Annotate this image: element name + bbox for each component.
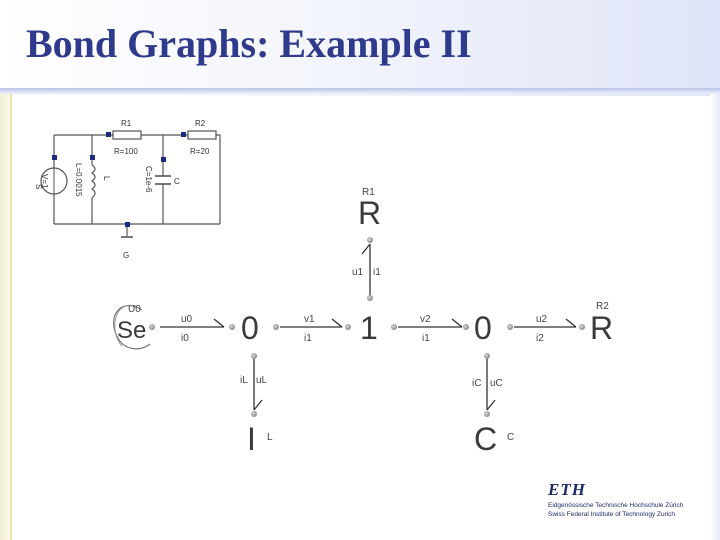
r2-name-label: R2 [195, 119, 206, 128]
eth-logo-mark: ETH [548, 480, 586, 499]
bond-label-i2: i2 [536, 333, 544, 344]
source-unit-label: S [34, 184, 43, 189]
bond-label-ic: iC [472, 378, 481, 389]
bond-label-uc: uC [490, 378, 503, 389]
i-name: L [267, 432, 273, 443]
bond-label-i0: i0 [181, 333, 189, 344]
port-dots [149, 237, 585, 417]
port-0a-right [273, 324, 279, 330]
capacitor-name-label: C [174, 177, 180, 186]
i-element: I [247, 421, 256, 457]
bond-label-il: iL [240, 375, 248, 386]
schematic-dots [52, 132, 186, 227]
r1-value-label: R=100 [114, 147, 138, 156]
inductor-value-label: L=0.0015 [74, 163, 83, 197]
bond-1-r1-head [361, 243, 371, 255]
eth-logo-line-1: Eidgenössische Technische Hochschule Zür… [548, 502, 684, 509]
source-loop-arrow-2 [114, 304, 137, 347]
port-se [149, 324, 155, 330]
title-bar [0, 0, 720, 96]
port-r1-bottom [367, 237, 373, 243]
r1-element: R [358, 195, 381, 231]
bond-label-ul: uL [256, 375, 268, 386]
bond-label-u1: u1 [352, 267, 364, 278]
port-0b-right [507, 324, 513, 330]
pin-r1-left [106, 132, 111, 137]
r2-value-label: R=20 [190, 147, 210, 156]
inductor-symbol [90, 164, 96, 199]
ground-name-label: G [123, 251, 129, 260]
source-name: U0 [128, 304, 141, 315]
r2-name: R2 [596, 301, 609, 312]
eth-logo: ETH Eidgenössische Technische Hochschule… [548, 480, 708, 520]
r1-name: R1 [362, 187, 375, 198]
port-c-top [484, 411, 490, 417]
resistor-r1-symbol [112, 130, 142, 140]
bond-0-1-head [331, 318, 343, 328]
left-decor-line [10, 94, 12, 540]
bond-0-i-head [253, 399, 263, 411]
bond-label-i1-mid: i1 [304, 333, 312, 344]
left-decor-band [0, 94, 10, 540]
r1-name-label: R1 [121, 119, 132, 128]
right-decor-band [710, 94, 720, 540]
c-name: C [507, 432, 514, 443]
bond-se-0-head [213, 318, 225, 328]
resistor-r2-symbol [187, 130, 217, 140]
port-1-top [367, 295, 373, 301]
bond-label-v2: v2 [420, 314, 431, 325]
port-r2-left [579, 324, 585, 330]
bond-1-0-head [451, 318, 463, 328]
r2-element: R [590, 310, 613, 346]
port-1-left [345, 324, 351, 330]
port-0a-left [229, 324, 235, 330]
bond-label-i1-top: i1 [373, 267, 381, 278]
port-0b-left [463, 324, 469, 330]
bonds [160, 243, 577, 411]
port-1-right [391, 324, 397, 330]
junction-0-left: 0 [241, 310, 259, 346]
bond-label-u2: u2 [536, 314, 548, 325]
bond-label-u0: u0 [181, 314, 193, 325]
eth-logo-line-2: Swiss Federal Institute of Technology Zu… [548, 511, 676, 518]
capacitor-value-label: C=1e-6 [144, 166, 153, 193]
bond-0-r2-head [565, 318, 577, 328]
slide-title: Bond Graphs: Example II [26, 21, 472, 66]
pin-inductor-top [90, 155, 95, 160]
pin-source-top [52, 155, 57, 160]
port-i-top [251, 411, 257, 417]
se-element: Se [117, 317, 146, 344]
bond-label-i1-right: i1 [422, 333, 430, 344]
pin-r2-left [181, 132, 186, 137]
circuit-schematic [53, 134, 221, 236]
bond-label-v1: v1 [304, 314, 315, 325]
pin-ground [125, 222, 130, 227]
junction-0-right: 0 [474, 310, 492, 346]
bond-0-c-head [486, 399, 496, 411]
c-element: C [474, 421, 497, 457]
inductor-name-label: L [102, 176, 111, 181]
title-rule [0, 88, 720, 94]
source-value-label: V=1 [40, 174, 49, 189]
port-0b-bottom [484, 353, 490, 359]
junction-1: 1 [360, 310, 378, 346]
pin-capacitor-top [161, 157, 166, 162]
port-0a-bottom [251, 353, 257, 359]
